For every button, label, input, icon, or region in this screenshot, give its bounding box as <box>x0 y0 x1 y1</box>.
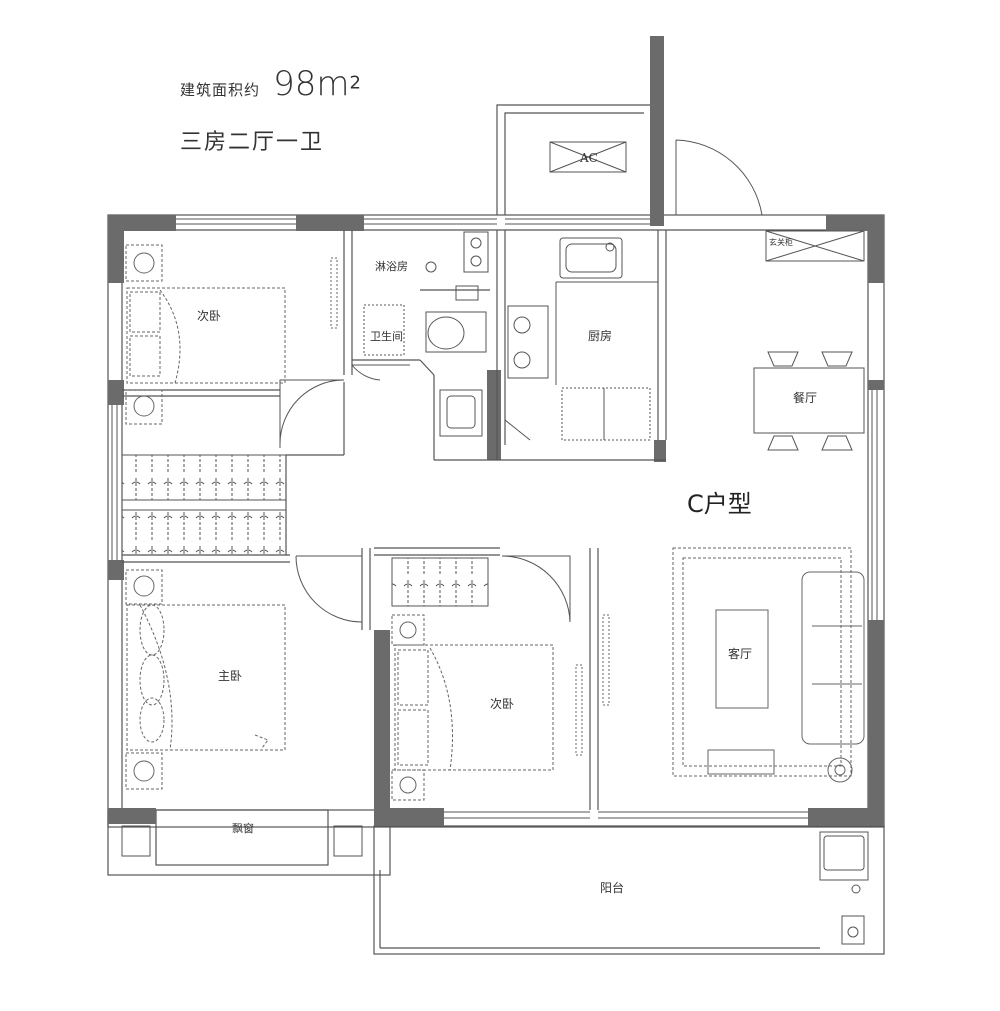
label-master-bedroom: 主卧 <box>218 669 242 683</box>
label-kitchen: 厨房 <box>588 328 612 343</box>
area-label: 建筑面积约 <box>180 81 261 99</box>
entry-cabinet <box>765 230 865 262</box>
dining-table <box>753 351 865 451</box>
bed-master <box>126 604 286 751</box>
bed-secondary-mid <box>394 644 554 771</box>
structural-columns <box>108 36 884 857</box>
ac-unit <box>549 141 627 173</box>
label-secondary-bedroom-top: 次卧 <box>197 309 221 323</box>
unit-type-label: C户型 <box>687 490 752 518</box>
label-entry-cabinet: 玄关柜 <box>769 237 793 247</box>
label-bathroom: 卫生间 <box>370 329 403 343</box>
label-ac: AC <box>579 151 598 165</box>
bed-secondary-top <box>126 287 286 384</box>
area-unit-sup: 2 <box>349 72 361 94</box>
living-furniture <box>672 547 865 783</box>
bedside-lamps-top <box>125 244 163 425</box>
bathroom-fixtures <box>363 231 489 437</box>
label-bay-window: 飘窗 <box>232 821 254 835</box>
doors <box>279 139 763 623</box>
rail-mid-bedroom <box>575 664 583 756</box>
bedside-lamps-mid <box>391 614 425 801</box>
wardrobe-rail <box>330 257 338 329</box>
bedside-lamps-master <box>125 569 163 790</box>
kitchen-fixtures <box>504 237 658 441</box>
windows <box>111 218 878 819</box>
label-living: 客厅 <box>728 646 752 661</box>
closet-lower <box>121 509 287 556</box>
balcony-appliances <box>819 831 869 945</box>
label-balcony: 阳台 <box>600 880 624 895</box>
area-info: 建筑面积约 98m2 <box>180 64 361 104</box>
area-value: 98m <box>273 64 350 104</box>
layout-description: 三房二厅一卫 <box>180 130 325 155</box>
rail-living <box>602 614 610 706</box>
label-secondary-bedroom-mid: 次卧 <box>490 697 514 711</box>
closet-upper <box>121 454 287 501</box>
closet-mid-bedroom <box>391 557 489 607</box>
outer-walls <box>107 104 885 955</box>
label-shower: 淋浴房 <box>375 260 408 273</box>
label-dining: 餐厅 <box>793 390 817 405</box>
